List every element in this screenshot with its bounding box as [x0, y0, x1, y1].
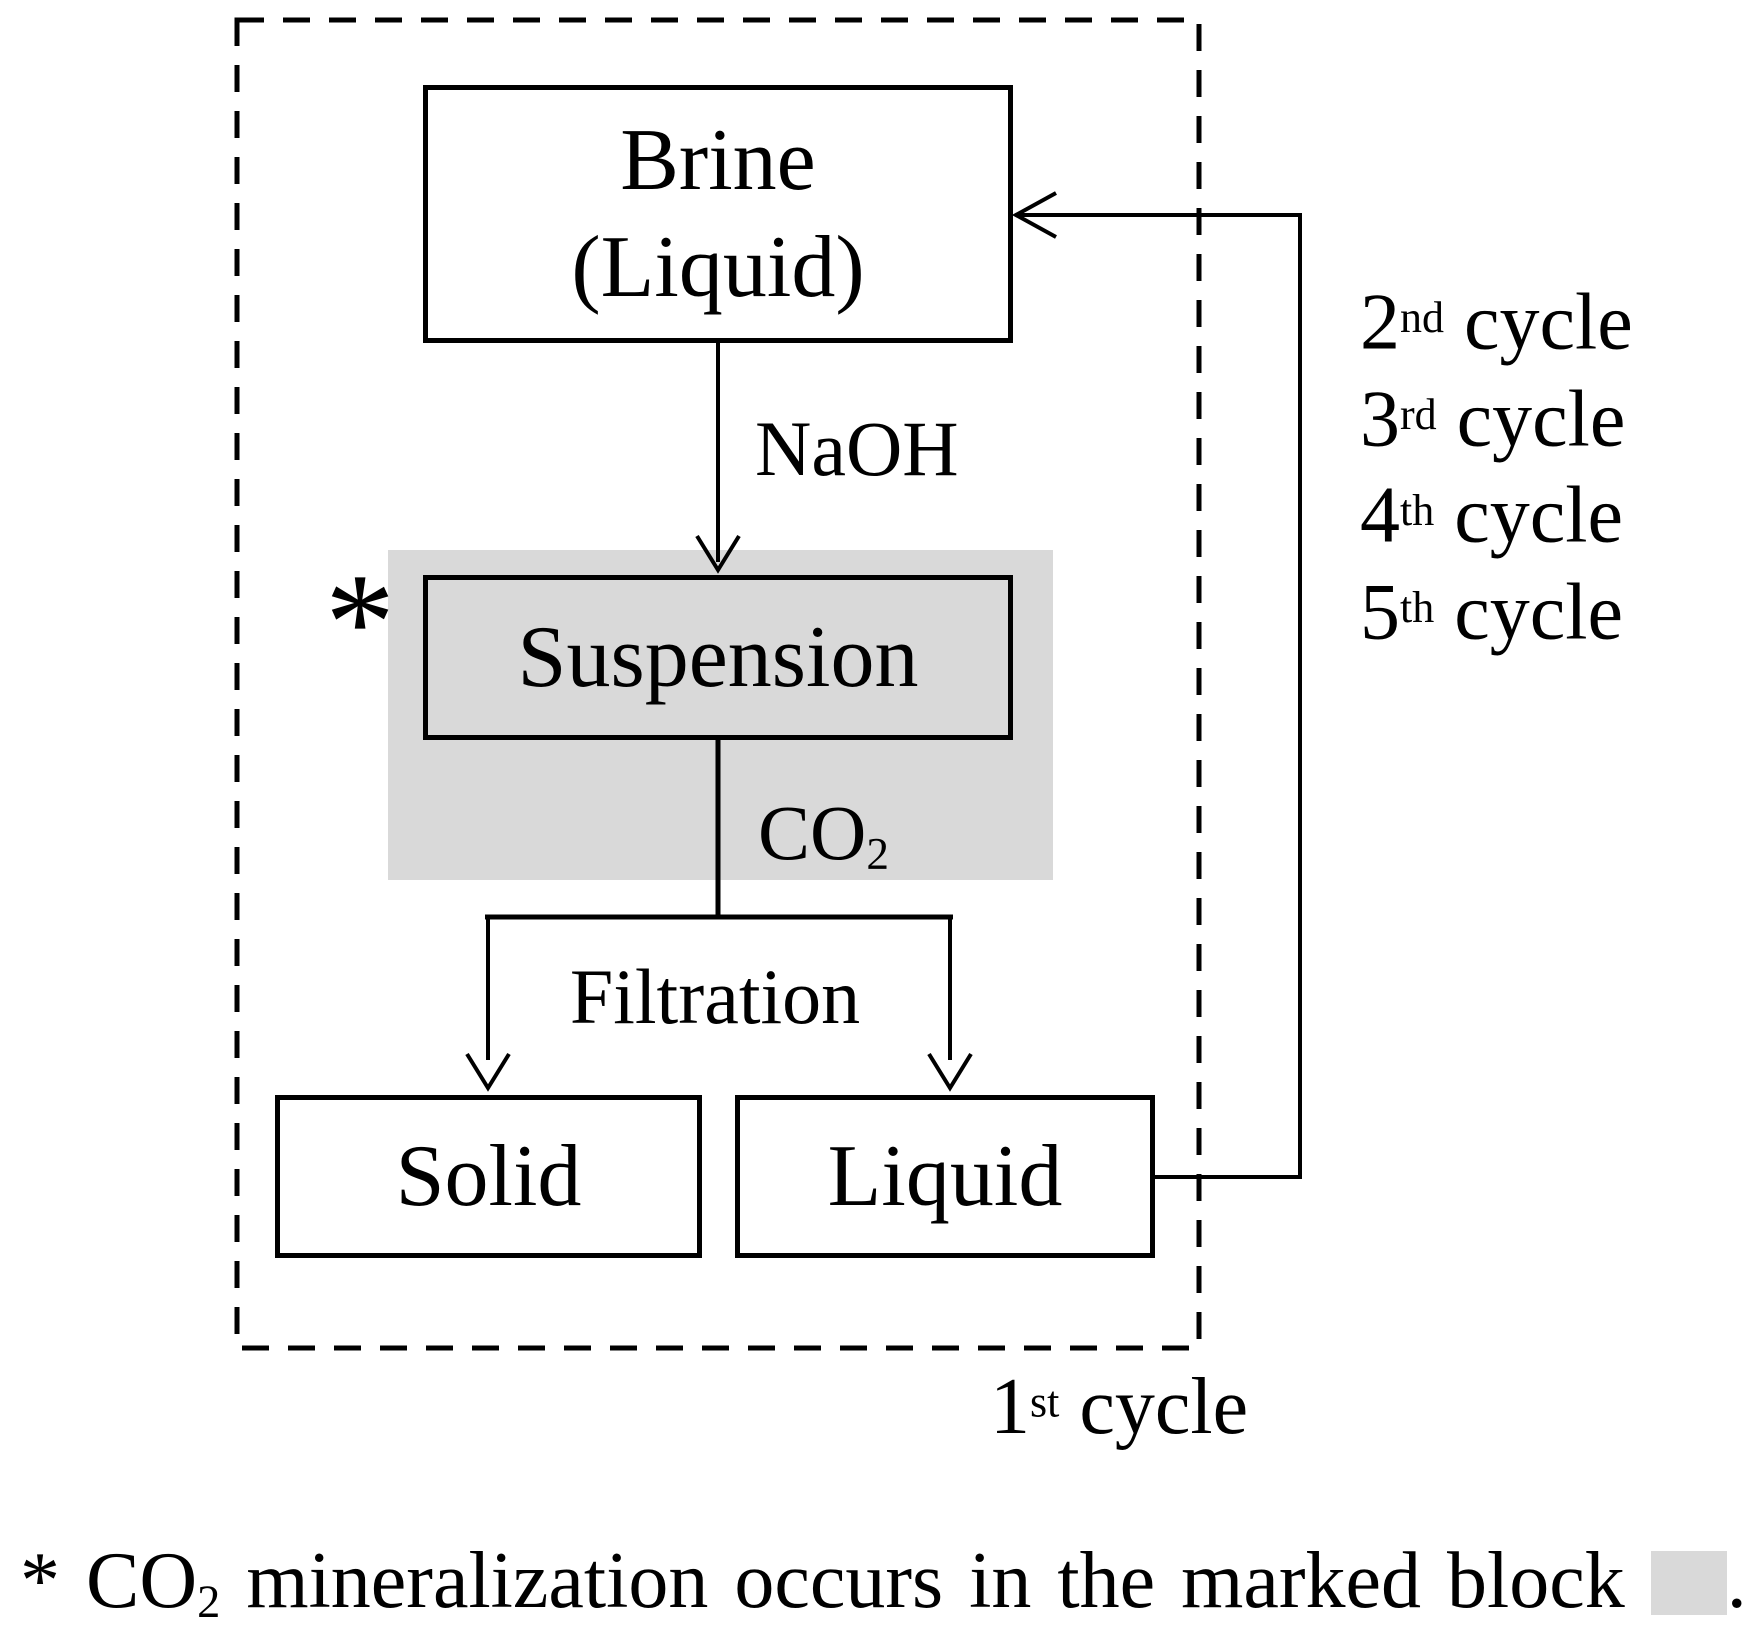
- footnote-asterisk: *: [20, 1537, 60, 1625]
- feedback-cycle-labels: 2nd cycle 3rd cycle 4th cycle 5th cycle: [1360, 272, 1633, 659]
- liquid-label: Liquid: [827, 1127, 1063, 1225]
- footnote: * CO2 mineralization occurs in the marke…: [20, 1536, 1742, 1629]
- footnote-co2-subscript: 2: [197, 1577, 221, 1629]
- arrowhead-down-solid-icon: [465, 1052, 511, 1092]
- footnote-gray-swatch: [1650, 1551, 1727, 1615]
- mineralization-asterisk-marker: *: [325, 544, 395, 700]
- suspension-box: Suspension: [423, 575, 1013, 740]
- arrowhead-left-brine-icon: [1011, 191, 1057, 239]
- liquid-to-brine-feedback-line: [1020, 213, 1302, 1179]
- co2-base: CO: [758, 789, 867, 876]
- co2-label: CO2: [758, 788, 889, 880]
- cycle-label-2nd: 2nd cycle: [1360, 278, 1633, 367]
- footnote-text: mineralization occurs in the marked bloc…: [246, 1537, 1625, 1625]
- brine-box: Brine (Liquid): [423, 85, 1013, 343]
- first-cycle-caption: 1st cycle: [990, 1363, 1249, 1451]
- solid-label: Solid: [395, 1127, 582, 1225]
- suspension-label: Suspension: [517, 608, 919, 706]
- footnote-period: .: [1727, 1537, 1742, 1625]
- naoh-label: NaOH: [755, 405, 959, 492]
- liquid-box: Liquid: [735, 1095, 1155, 1258]
- footnote-co2-base: CO: [86, 1537, 198, 1625]
- arrowhead-down-liquid-icon: [927, 1052, 973, 1092]
- brine-label-line2: (Liquid): [571, 219, 865, 316]
- cycle-label-3rd: 3rd cycle: [1360, 375, 1626, 464]
- solid-box: Solid: [275, 1095, 702, 1258]
- filtration-label: Filtration: [569, 953, 861, 1040]
- brine-label-line1: Brine: [620, 111, 816, 209]
- co2-subscript: 2: [866, 828, 889, 879]
- cycle-label-5th: 5th cycle: [1360, 568, 1623, 657]
- cycle-label-4th: 4th cycle: [1360, 472, 1623, 561]
